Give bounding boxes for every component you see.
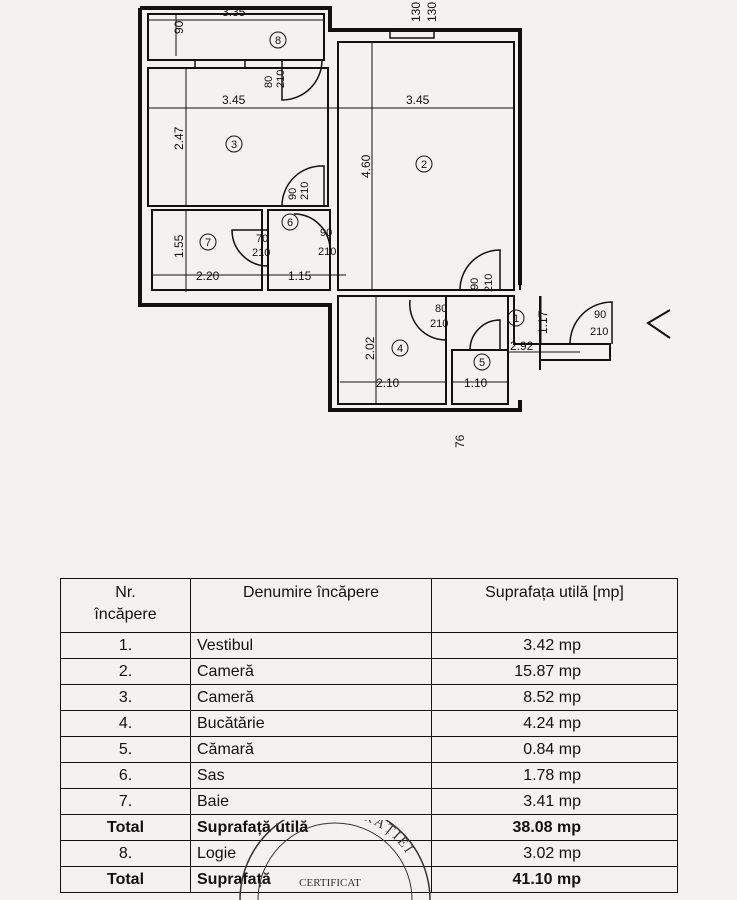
door6-top-height: 210 [299,182,311,200]
room-number-3: 3 [231,139,237,151]
cell-room-name: Bucătărie [190,710,432,737]
cell-room-number: 5. [60,736,191,763]
cell-room-number: 8. [60,840,191,867]
cell-room-number: 7. [60,788,191,815]
cell-area: 3.42 mp [431,632,678,659]
cell-room-number: Total [60,814,191,841]
dim-130-a: 130 [409,2,423,22]
cell-room-name: Baie [190,788,432,815]
dim-3-35: 3.35 [222,5,246,19]
cell-area: 41.10 mp [431,866,678,893]
door-entry-width: 90 [594,309,606,321]
door4-height: 210 [430,318,448,330]
official-stamp: MINISTRAȚIEI CERTIFICAT [239,820,431,900]
dim-3-45-left: 3.45 [222,93,246,107]
dim-1-55: 1.55 [172,234,186,258]
dim-2-02: 2.02 [363,336,377,360]
room-number-4: 4 [397,343,403,355]
cell-room-name: Vestibul [190,632,432,659]
door6-right-width: 90 [320,227,332,239]
cell-room-name: Cameră [190,684,432,711]
room-number-8: 8 [275,35,281,47]
room-area-table: Nr. încăpere Denumire încăpere Suprafața… [60,578,678,893]
floor-plan: 3.35 90 3.45 3.45 2.47 4.60 1.55 2.20 1.… [138,2,671,448]
door6-top-width: 90 [287,188,299,200]
cell-room-name: Logie [190,840,432,867]
dim-4-60: 4.60 [359,154,373,178]
cell-room-number: 1. [60,632,191,659]
dim-2-92: 2.92 [510,339,534,353]
door7-width: 70 [256,233,268,245]
stamp-arc-text: MINISTRAȚIEI [301,820,417,857]
door2-height: 210 [483,274,495,292]
dim-130-b: 130 [425,2,439,22]
table-header-row: Nr. încăpere Denumire încăpere Suprafața… [60,578,678,633]
door7-height: 210 [252,247,270,259]
dim-3-45-right: 3.45 [406,93,430,107]
cell-area: 38.08 mp [431,814,678,841]
cell-area: 0.84 mp [431,736,678,763]
door6-right-height: 210 [318,246,336,258]
dim-76: 76 [453,434,467,448]
door4-width: 80 [435,303,447,315]
room-number-7: 7 [205,237,211,249]
cell-room-name: Suprafață [190,866,432,893]
door-entry-height: 210 [590,326,608,338]
cell-area: 3.02 mp [431,840,678,867]
room-number-2: 2 [421,159,427,171]
dim-2-20: 2.20 [196,269,220,283]
cell-area: 3.41 mp [431,788,678,815]
cell-area: 4.24 mp [431,710,678,737]
cell-area: 15.87 mp [431,658,678,685]
dim-1-15: 1.15 [288,269,312,283]
dim-2-47: 2.47 [172,126,186,150]
cell-room-number: Total [60,866,191,893]
dim-90-top: 90 [172,20,186,34]
header-room-name: Denumire încăpere [190,578,432,633]
dim-1-17: 1.17 [536,310,550,334]
cell-area: 1.78 mp [431,762,678,789]
room-number-1: 1 [513,313,519,325]
cell-area: 8.52 mp [431,684,678,711]
cell-room-number: 4. [60,710,191,737]
cell-room-number: 3. [60,684,191,711]
cell-room-number: 6. [60,762,191,789]
door2-width: 90 [469,278,481,290]
cell-room-name: Sas [190,762,432,789]
dim-2-10: 2.10 [376,376,400,390]
dim-1-10: 1.10 [464,376,488,390]
header-room-number: Nr. încăpere [60,578,191,633]
room-number-6: 6 [287,217,293,229]
room-number-5: 5 [479,357,485,369]
door8-height: 210 [275,70,287,88]
header-usable-area: Suprafața utilă [mp] [431,578,678,633]
cell-room-name: Cameră [190,658,432,685]
cell-room-number: 2. [60,658,191,685]
cell-room-name: Cămară [190,736,432,763]
door8-width: 80 [263,76,275,88]
stamp-inner-text: CERTIFICAT [299,877,361,889]
